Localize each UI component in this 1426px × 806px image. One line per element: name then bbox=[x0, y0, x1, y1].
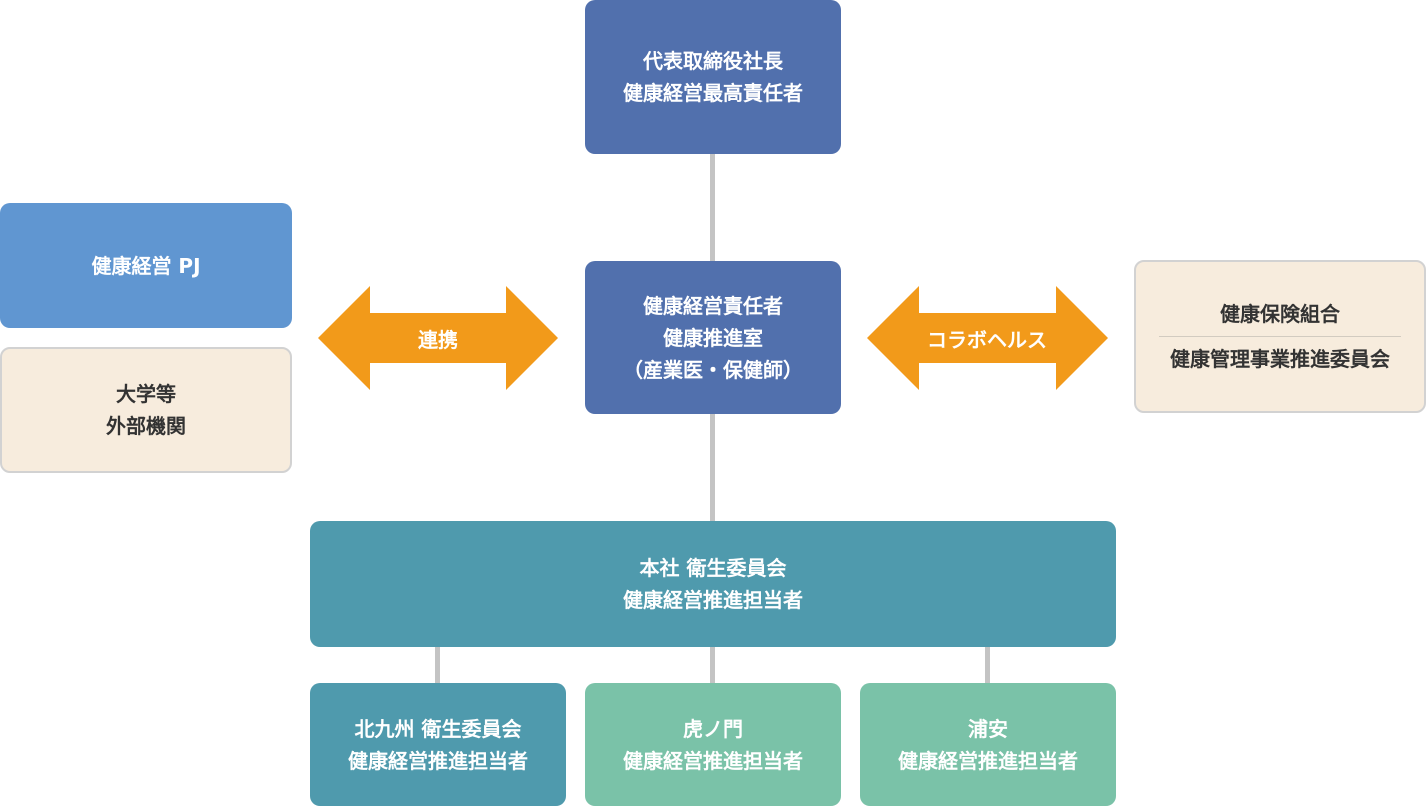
connector-hq-kitakyushu bbox=[435, 646, 440, 684]
branch-toranomon-line2: 健康経営推進担当者 bbox=[623, 748, 803, 773]
collaboration-arrow-left-shape bbox=[318, 286, 558, 390]
external-line1: 大学等 bbox=[116, 382, 176, 406]
pj-label: 健康経営 PJ bbox=[91, 253, 201, 278]
branch-kitakyushu-line1: 北九州 衛生委員会 bbox=[354, 716, 522, 741]
ceo-role: 健康経営最高責任者 bbox=[623, 81, 803, 105]
health-insurance-box: 健康保険組合 健康管理事業推進委員会 bbox=[1134, 260, 1426, 413]
headquarters-box: 本社 衛生委員会 健康経営推進担当者 bbox=[310, 521, 1116, 647]
connector-hq-urayasu bbox=[985, 646, 990, 684]
connector-hq-toranomon bbox=[710, 646, 715, 684]
collabo-health-arrow bbox=[867, 286, 1108, 390]
ceo-box: 代表取締役社長 健康経営最高責任者 bbox=[585, 0, 841, 154]
branch-urayasu-box: 浦安 健康経営推進担当者 bbox=[860, 683, 1116, 806]
branch-toranomon-box: 虎ノ門 健康経営推進担当者 bbox=[585, 683, 841, 806]
hq-line1: 本社 衛生委員会 bbox=[639, 556, 787, 580]
branch-kitakyushu-line2: 健康経営推進担当者 bbox=[348, 748, 528, 773]
connector-top-center bbox=[710, 154, 715, 262]
insurance-line2: 健康管理事業推進委員会 bbox=[1170, 347, 1390, 371]
branch-toranomon-line1: 虎ノ門 bbox=[683, 716, 743, 741]
insurance-line1: 健康保険組合 bbox=[1220, 302, 1340, 326]
center-line2: 健康推進室 bbox=[663, 325, 763, 350]
center-line1: 健康経営責任者 bbox=[643, 293, 783, 318]
external-line2: 外部機関 bbox=[106, 414, 186, 438]
health-management-pj-box: 健康経営 PJ bbox=[0, 203, 292, 328]
center-line3: （産業医・保健師） bbox=[623, 357, 803, 382]
hq-line2: 健康経営推進担当者 bbox=[623, 588, 803, 612]
branch-urayasu-line2: 健康経営推進担当者 bbox=[898, 748, 1078, 773]
branch-urayasu-line1: 浦安 bbox=[968, 716, 1008, 741]
insurance-divider bbox=[1159, 336, 1401, 337]
collabo-health-arrow-shape bbox=[867, 286, 1108, 390]
health-promotion-office-box: 健康経営責任者 健康推進室 （産業医・保健師） bbox=[585, 261, 841, 414]
collaboration-label: 連携 bbox=[418, 327, 458, 352]
branch-kitakyushu-box: 北九州 衛生委員会 健康経営推進担当者 bbox=[310, 683, 566, 806]
external-institutions-box: 大学等 外部機関 bbox=[0, 347, 292, 473]
ceo-title: 代表取締役社長 bbox=[643, 49, 783, 73]
collabo-health-label: コラボヘルス bbox=[927, 327, 1047, 352]
collaboration-arrow-left bbox=[318, 286, 558, 390]
connector-center-headquarters bbox=[710, 413, 715, 522]
